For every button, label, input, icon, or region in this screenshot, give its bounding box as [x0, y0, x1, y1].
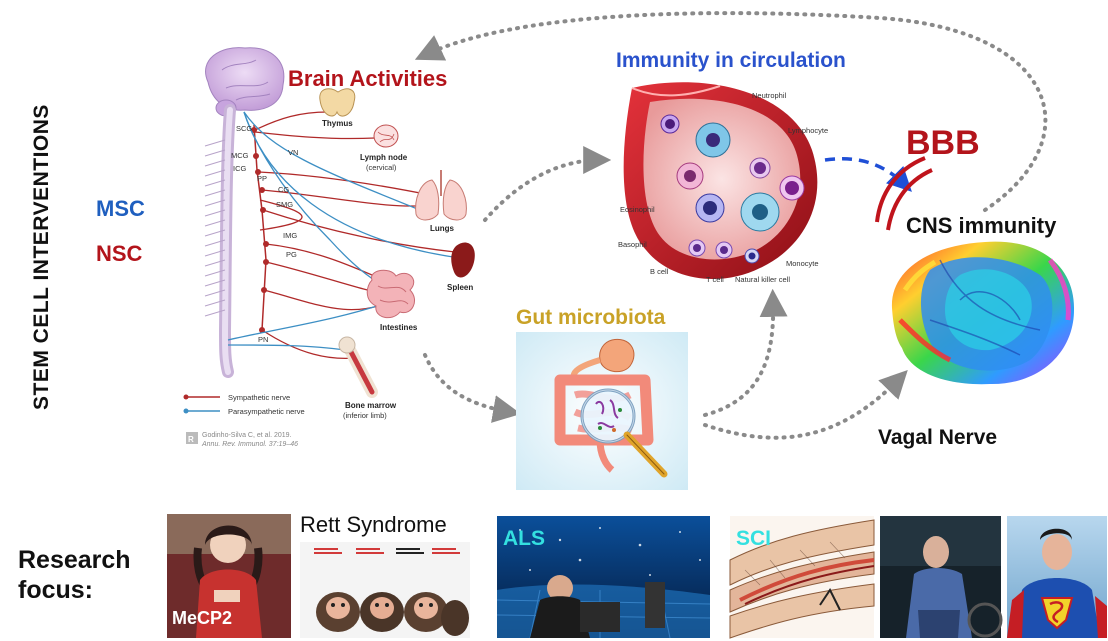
sci-spine-photo [729, 516, 875, 639]
mecp2-photo [167, 514, 291, 638]
vagal-nerve-heading: Vagal Nerve [878, 426, 998, 449]
label-nk-cell: Natural killer cell [735, 275, 790, 284]
gut-arrow [423, 353, 522, 423]
stomach-shape [599, 338, 635, 373]
legend-sympathetic: Sympathetic nerve [228, 393, 290, 402]
spleen-shape [451, 242, 475, 278]
gut-microbiota-illustration [516, 332, 688, 490]
label-t-cell: T cell [706, 275, 724, 284]
superman-photo [1007, 516, 1107, 638]
bbb-barrier [875, 156, 933, 231]
blood-vessel-illustration: Neutrophil Lymphocyte Eosinophil Basophi… [618, 82, 828, 284]
ganglion-smg: SMG [276, 200, 293, 209]
bone-marrow-shape [338, 336, 378, 398]
ganglion-scg: SCG [236, 124, 252, 133]
lymph-node-shape [373, 124, 399, 148]
citation-line1: Godinho-Silva C, et al. 2019. [202, 432, 292, 439]
ganglion-pp: PP [257, 174, 267, 183]
label-monocyte: Monocyte [786, 259, 819, 268]
brain-shape [205, 47, 285, 111]
organ-spleen: Spleen [447, 283, 473, 292]
citation: Godinho-Silva C, et al. 2019. Annu. Rev.… [202, 431, 298, 449]
wheelchair-photo [880, 516, 1003, 638]
organ-bone-marrow-sub: (inferior limb) [343, 411, 387, 420]
organ-lymph-node-sub: (cervical) [366, 163, 397, 172]
legend-parasympathetic: Parasympathetic nerve [228, 407, 305, 416]
vagal-arrow [703, 369, 908, 440]
label-lymphocyte: Lymphocyte [788, 126, 828, 135]
thymus-shape [319, 88, 356, 117]
rett-monkeys-photo [300, 542, 470, 638]
bbb-heading: BBB [906, 124, 980, 162]
label-eosinophil: Eosinophil [620, 205, 655, 214]
nervous-system-illustration: SCG MCG ICG PP CG SMG IMG PG PN VN Thymu… [183, 47, 475, 444]
label-neutrophil: Neutrophil [752, 91, 787, 100]
organ-intestines: Intestines [380, 323, 418, 332]
sci-label: SCI [736, 527, 772, 550]
nerve-legend: Sympathetic nerve Parasympathetic nerve [183, 393, 305, 416]
intestines-shape [366, 269, 415, 319]
organ-lungs: Lungs [430, 224, 455, 233]
citation-line2: Annu. Rev. Immunol. 37:19–46 [202, 441, 298, 448]
ganglion-pn: PN [258, 335, 268, 344]
label-basophil: Basophil [618, 240, 647, 249]
cns-immunity-heading: CNS immunity [906, 213, 1057, 238]
immunity-heading: Immunity in circulation [616, 49, 846, 72]
gut-to-circulation-arrow [703, 288, 788, 417]
ganglion-icg: ICG [233, 164, 247, 173]
ganglion-mcg: MCG [231, 151, 249, 160]
circulation-arrow [483, 146, 612, 222]
organ-thymus: Thymus [322, 119, 353, 128]
organ-bone-marrow: Bone marrow [345, 401, 397, 410]
ganglion-vn: VN [288, 148, 298, 157]
cns-brain-illustration [891, 241, 1075, 385]
als-photo [496, 516, 711, 639]
rett-syndrome-label: Rett Syndrome [300, 512, 447, 537]
nsc-label: NSC [96, 241, 143, 266]
svg-text:R: R [188, 435, 194, 444]
lungs-shape [415, 179, 440, 221]
research-focus-label: Research focus: [18, 545, 131, 605]
mecp2-label: MeCP2 [172, 608, 233, 628]
brain-activities-heading: Brain Activities [288, 66, 448, 91]
label-b-cell: B cell [650, 267, 669, 276]
research-focus-line1: Research [18, 546, 131, 574]
research-focus-line2: focus: [18, 576, 93, 604]
organ-lymph-node: Lymph node [360, 153, 408, 162]
ganglion-img: IMG [283, 231, 297, 240]
msc-label: MSC [96, 196, 145, 221]
ganglion-pg: PG [286, 250, 297, 259]
gut-microbiota-heading: Gut microbiota [516, 306, 666, 329]
als-label: ALS [503, 527, 545, 550]
feedback-arrow [414, 11, 1048, 212]
ganglion-cg: CG [278, 185, 289, 194]
